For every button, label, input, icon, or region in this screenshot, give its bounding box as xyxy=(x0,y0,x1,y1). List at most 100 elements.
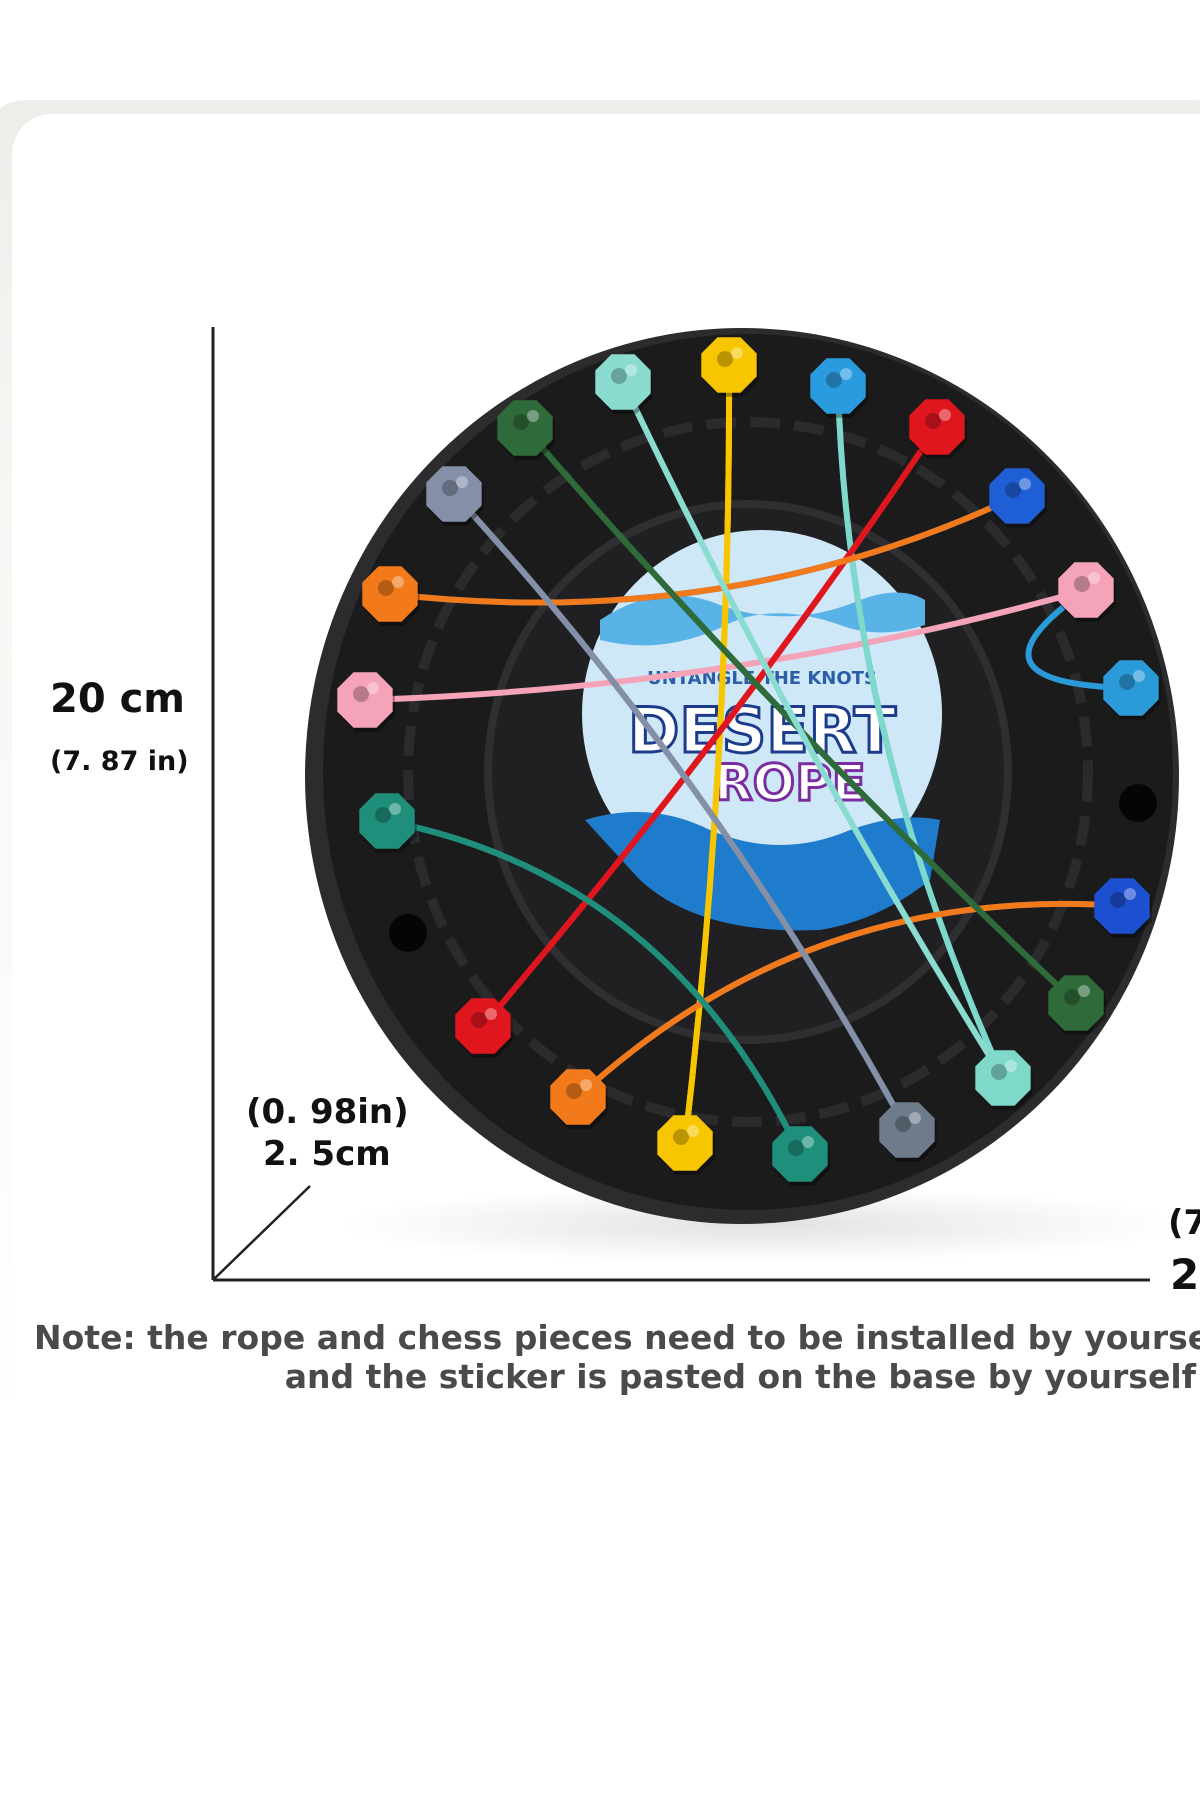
peg-highlight xyxy=(580,1079,592,1091)
peg-highlight xyxy=(687,1125,699,1137)
peg-9 xyxy=(879,1102,937,1162)
ropes xyxy=(362,362,1134,1157)
peg-hole xyxy=(353,686,369,702)
peg-body xyxy=(772,1126,828,1182)
peg-body xyxy=(455,998,511,1054)
depth-in-label: (0. 98in) xyxy=(246,1092,409,1132)
peg-highlight xyxy=(527,410,539,422)
peg-6 xyxy=(1094,878,1152,938)
rope-16 xyxy=(451,491,910,1133)
peg-14 xyxy=(359,793,417,853)
peg-body xyxy=(879,1102,935,1158)
peg-body xyxy=(426,466,482,522)
peg-body xyxy=(550,1069,606,1125)
peg-8 xyxy=(975,1050,1033,1110)
rope-4 xyxy=(362,587,1089,703)
peg-highlight xyxy=(840,368,852,380)
peg-hole xyxy=(1110,892,1126,908)
note-line-1: Note: the rope and chess pieces need to … xyxy=(34,1318,1200,1357)
peg-hole xyxy=(1119,674,1135,690)
peg-body xyxy=(909,399,965,455)
peg-highlight xyxy=(485,1008,497,1020)
rope-11 xyxy=(682,362,733,1146)
height-cm-label: 20 cm xyxy=(50,676,185,722)
dimension-axes xyxy=(211,327,1150,1282)
peg-hole xyxy=(1064,989,1080,1005)
peg-hole xyxy=(925,413,941,429)
peg-13 xyxy=(455,998,513,1058)
peg-hole xyxy=(991,1064,1007,1080)
peg-body xyxy=(362,566,418,622)
peg-highlight xyxy=(731,347,743,359)
peg-12 xyxy=(550,1069,608,1129)
sticker-word1: DESERT xyxy=(628,694,896,767)
peg-7 xyxy=(1048,975,1106,1035)
peg-body xyxy=(497,400,553,456)
peg-hole xyxy=(1005,482,1021,498)
peg-body xyxy=(975,1050,1031,1106)
peg-10 xyxy=(772,1126,830,1186)
rope-8 xyxy=(835,383,1006,1081)
rope-13 xyxy=(480,424,940,1029)
peg-highlight xyxy=(1078,985,1090,997)
peg-hole xyxy=(375,807,391,823)
rope-17 xyxy=(522,425,1079,1006)
peg-highlight xyxy=(1124,888,1136,900)
peg-hole xyxy=(611,368,627,384)
pegs xyxy=(337,337,1161,1186)
peg-body xyxy=(337,672,393,728)
peg-hole xyxy=(566,1083,582,1099)
peg-highlight xyxy=(1133,670,1145,682)
depth-axis-line xyxy=(212,1185,311,1281)
peg-body xyxy=(810,358,866,414)
peg-highlight xyxy=(625,364,637,376)
peg-highlight xyxy=(1005,1060,1017,1072)
peg-hole xyxy=(788,1140,804,1156)
width-in-label: (7 xyxy=(1168,1203,1200,1243)
peg-body xyxy=(359,793,415,849)
peg-highlight xyxy=(939,409,951,421)
sticker-wave-bottom xyxy=(585,812,940,931)
peg-body xyxy=(1094,878,1150,934)
peg-16 xyxy=(362,566,420,626)
height-in-label: (7. 87 in) xyxy=(50,746,189,777)
rope-15 xyxy=(387,493,1020,606)
rope-12 xyxy=(575,900,1125,1100)
peg-hole xyxy=(895,1116,911,1132)
peg-hole xyxy=(442,480,458,496)
rope-5 xyxy=(1025,587,1134,691)
peg-highlight xyxy=(1088,572,1100,584)
peg-11 xyxy=(657,1115,715,1175)
board-hole-right xyxy=(1119,784,1157,822)
peg-0 xyxy=(701,337,759,397)
peg-17 xyxy=(426,466,484,526)
peg-15 xyxy=(337,672,395,732)
peg-3 xyxy=(989,468,1047,528)
rope-14 xyxy=(384,818,803,1157)
peg-2 xyxy=(909,399,967,459)
note-line-2: and the sticker is pasted on the base by… xyxy=(284,1357,1196,1396)
peg-1 xyxy=(810,358,868,418)
peg-18 xyxy=(497,400,555,460)
peg-hole xyxy=(826,372,842,388)
peg-body xyxy=(595,354,651,410)
peg-hole xyxy=(673,1129,689,1145)
floor-shadow xyxy=(340,1187,1180,1263)
peg-4 xyxy=(1058,562,1116,622)
peg-hole xyxy=(378,580,394,596)
peg-body xyxy=(657,1115,713,1171)
rope-18 xyxy=(620,379,1006,1081)
peg-19 xyxy=(595,354,653,414)
peg-highlight xyxy=(367,682,379,694)
peg-hole xyxy=(513,414,529,430)
peg-highlight xyxy=(392,576,404,588)
board-hole-left xyxy=(389,914,427,952)
peg-body xyxy=(989,468,1045,524)
peg-highlight xyxy=(456,476,468,488)
peg-highlight xyxy=(909,1112,921,1124)
peg-hole xyxy=(1074,576,1090,592)
peg-highlight xyxy=(1019,478,1031,490)
width-cm-label: 2 xyxy=(1170,1250,1200,1299)
